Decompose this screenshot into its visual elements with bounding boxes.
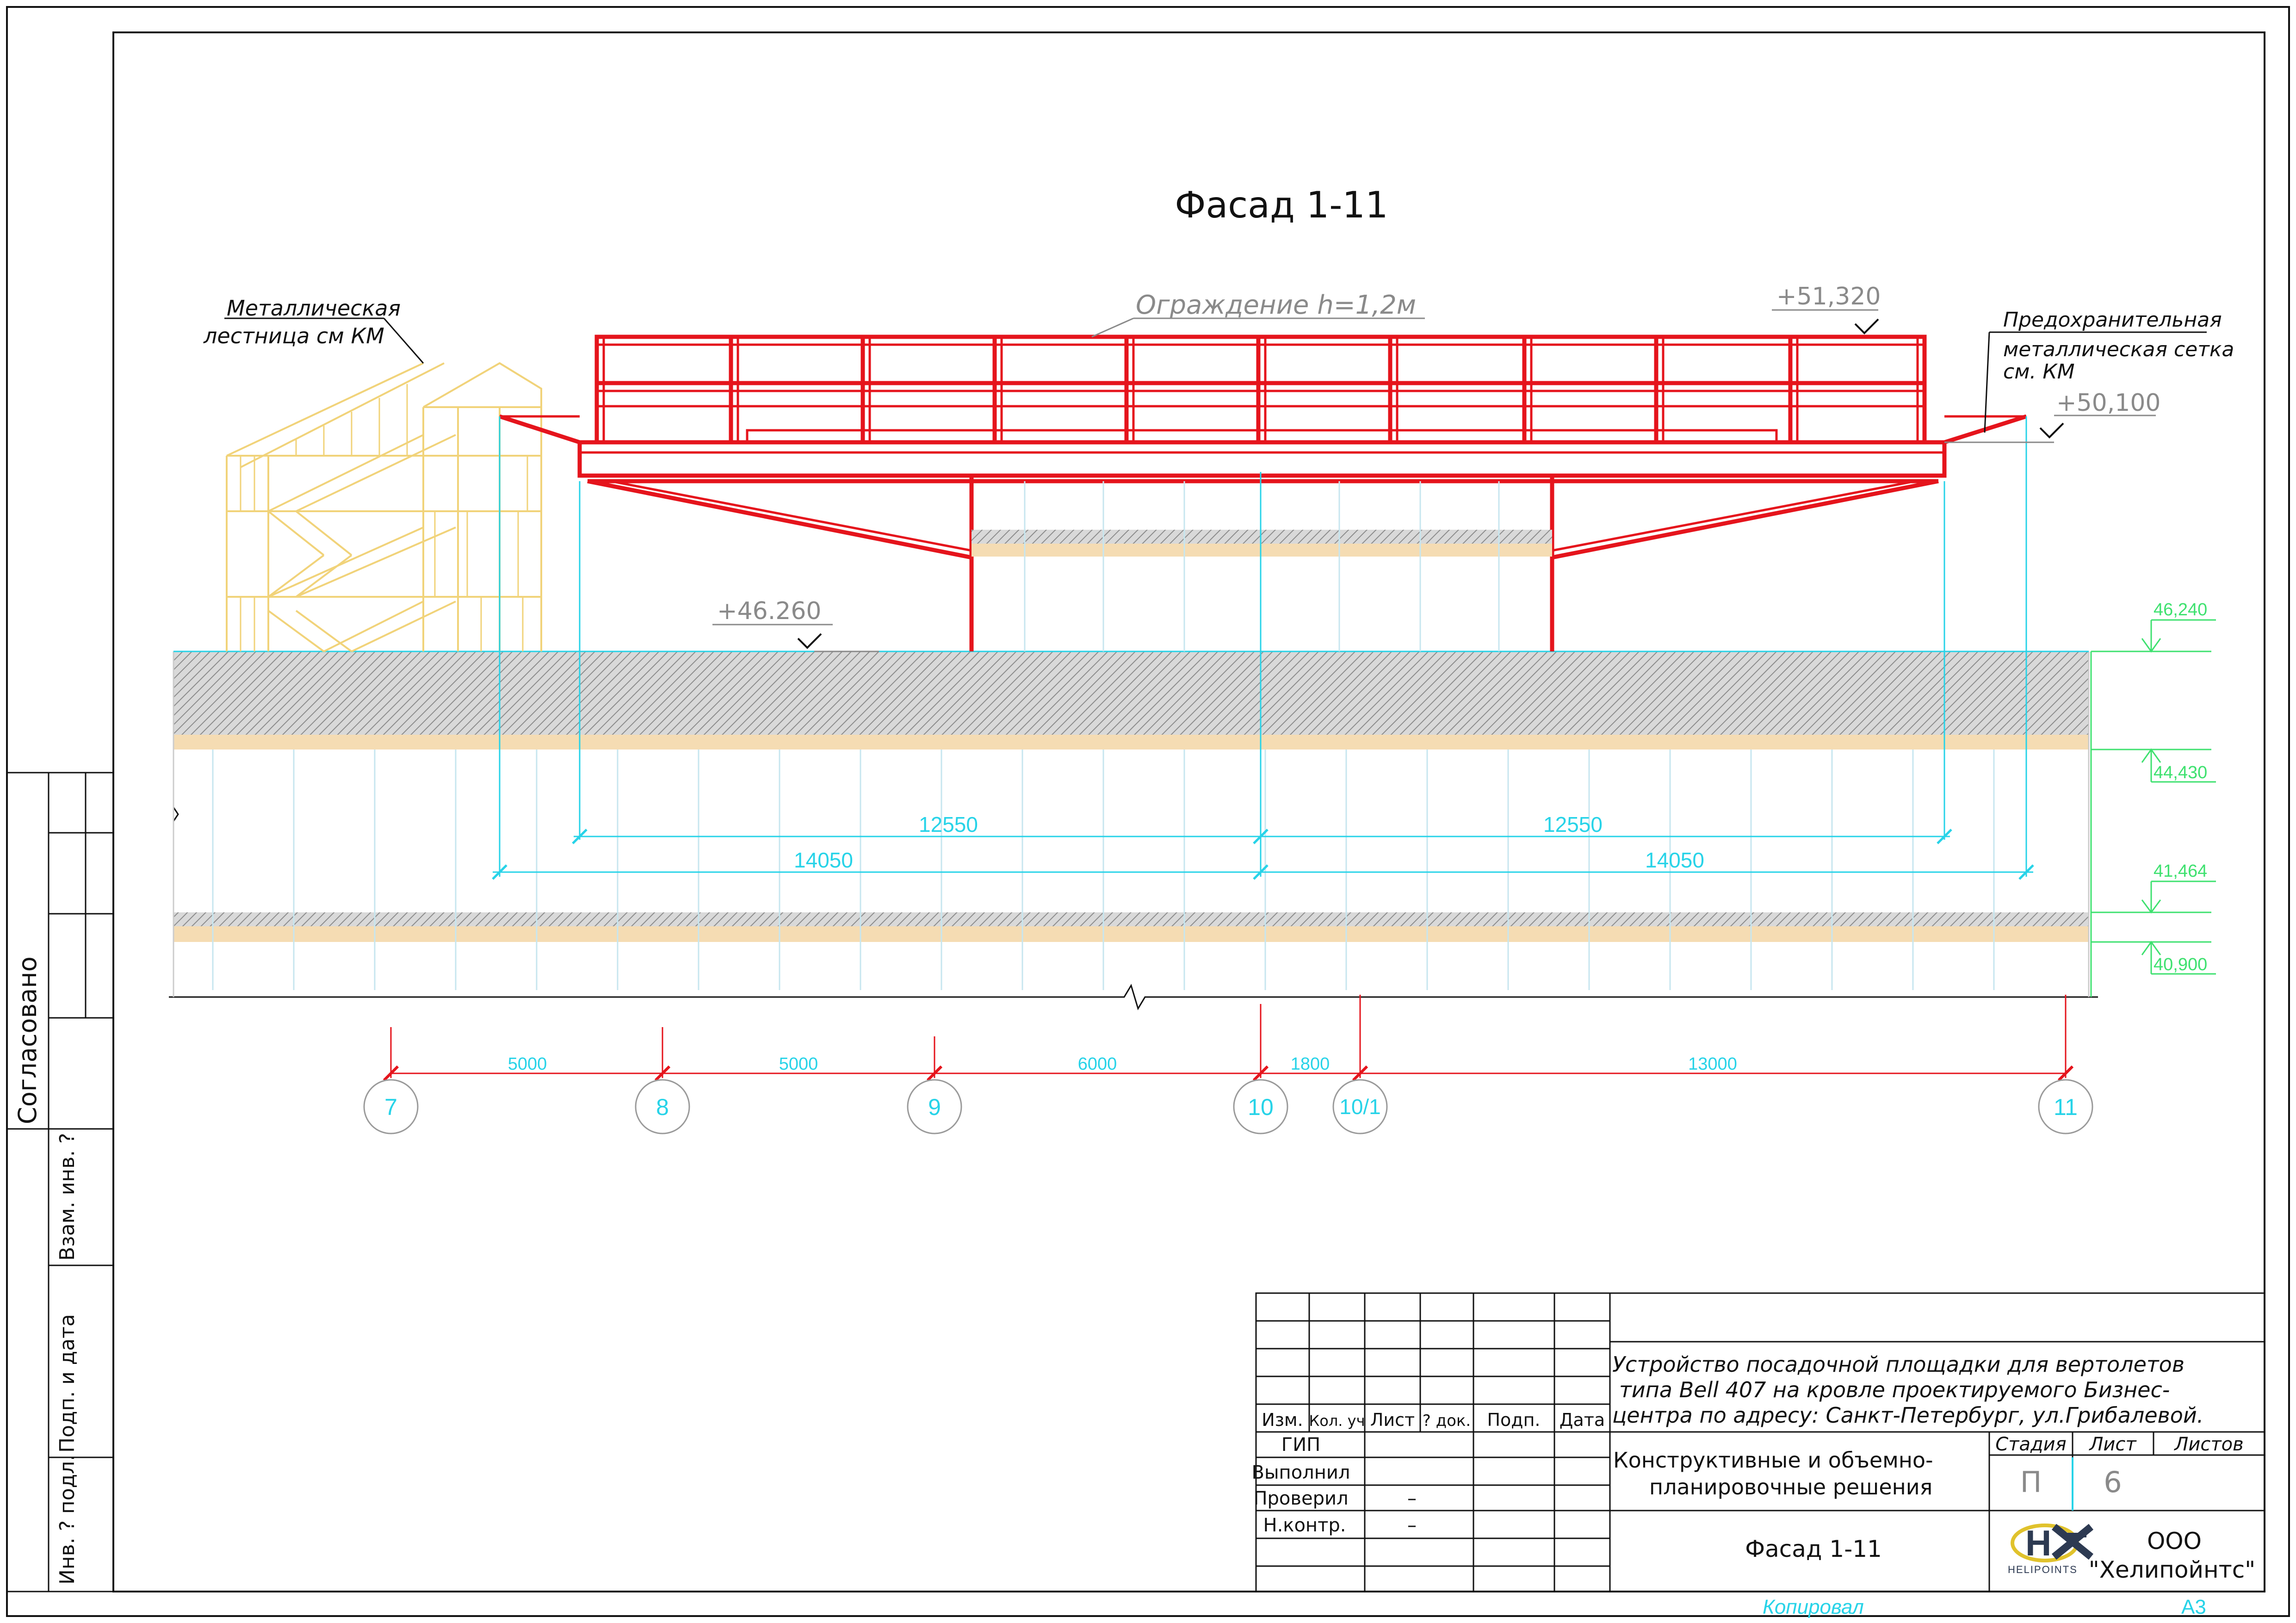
company-line-2: "Хелипойнтс" [2089, 1556, 2256, 1583]
role-control: Н.контр. [1263, 1515, 1346, 1536]
axis-10-1: 10/1 [1339, 1095, 1381, 1119]
net-label-2: металлическая сетка [2003, 338, 2234, 361]
sheets-header: Листов [2173, 1434, 2243, 1455]
right-level-4: 40,900 [2154, 955, 2207, 974]
level-roof-label: +46.260 [717, 597, 822, 625]
copied-label: Копировал [1763, 1596, 1864, 1618]
dim-outer-right: 14050 [1645, 848, 1704, 872]
axis-8: 8 [656, 1094, 669, 1120]
building-facade [169, 650, 2098, 1010]
side-inv-label: Инв. ? подл. [56, 1455, 79, 1585]
logo-h-glyph: H [2025, 1523, 2051, 1563]
logo-text: HELIPOINTS [2008, 1564, 2078, 1575]
cyan-dimensions [492, 416, 2034, 880]
axis-spacing-4: 1800 [1291, 1054, 1330, 1074]
hdr-list: Лист [1370, 1410, 1415, 1430]
stage-header: Стадия [1995, 1434, 2066, 1455]
metal-stair [226, 362, 542, 652]
roof-insulation [173, 735, 2089, 750]
axis-spacing-1: 5000 [508, 1054, 547, 1074]
ladder-callout: Металлическая лестница см КМ [203, 296, 424, 364]
hdr-kol: Кол. уч [1309, 1412, 1365, 1430]
right-level-3: 41,464 [2154, 861, 2207, 881]
railing-label: Ограждение h=1,2м [1136, 290, 1416, 320]
axis-bubbles [363, 1079, 2093, 1134]
sheet-value: 6 [2104, 1465, 2122, 1499]
project-line-3: центра по адресу: Санкт-Петербург, ул.Гр… [1612, 1403, 2203, 1428]
hdr-izm: Изм. [1262, 1410, 1303, 1430]
side-sign-label: Подп. и дата [56, 1314, 79, 1453]
axis-dimension-chain [383, 995, 2074, 1082]
axis-spacing-2: 5000 [779, 1054, 818, 1074]
axis-11: 11 [2054, 1094, 2078, 1120]
level-mark-roof: +46.260 [712, 597, 879, 652]
axis-spacing-5: 13000 [1688, 1054, 1737, 1074]
section-line-2: планировочные решения [1649, 1474, 1932, 1499]
project-line-1: Устройство посадочной площадки для верто… [1612, 1352, 2185, 1377]
role-done: Выполнил [1252, 1462, 1350, 1483]
dim-inner-right: 12550 [1543, 812, 1603, 836]
axis-9: 9 [928, 1094, 941, 1120]
helipoints-logo: H HELIPOINTS [2008, 1523, 2094, 1575]
level-mark-top: +51,320 [1772, 283, 1881, 335]
title-block-roles: ГИП Выполнил Проверил Н.контр. – – [1252, 1434, 1417, 1536]
net-label-1: Предохранительная [2003, 308, 2222, 332]
net-callout: Предохранительная металлическая сетка см… [1984, 308, 2234, 433]
floor-insulation [173, 926, 2089, 942]
right-level-1: 46,240 [2154, 600, 2207, 619]
dash-checked: – [1407, 1488, 1417, 1509]
hdr-sign: Подп. [1487, 1410, 1540, 1430]
level-top-label: +51,320 [1776, 283, 1881, 310]
sheet-header: Лист [2088, 1434, 2137, 1455]
ground-line [169, 984, 2098, 1010]
axis-spacing-3: 6000 [1078, 1054, 1117, 1074]
section-line-1: Конструктивные и объемно- [1613, 1448, 1933, 1473]
project-line-2: типа Bell 407 на кровле проектируемого Б… [1619, 1377, 2170, 1402]
axis-10: 10 [1248, 1094, 1274, 1120]
side-swap-label: Взам. инв. ? [56, 1133, 79, 1261]
level-deck-label: +50,100 [2056, 389, 2161, 417]
right-level-marks [2090, 619, 2216, 997]
hdr-date: Дата [1560, 1410, 1605, 1430]
roof-slab [173, 651, 2089, 735]
level-mark-deck: +50,100 [1944, 389, 2161, 443]
railing [594, 335, 1927, 445]
glazing-mullions [212, 750, 1995, 990]
dash-control: – [1407, 1515, 1417, 1536]
axis-7: 7 [384, 1094, 397, 1120]
side-agreed-label: Согласовано [13, 956, 42, 1124]
drawing-title: Фасад 1-11 [1175, 185, 1388, 226]
ladder-label-2: лестница см КМ [203, 323, 384, 348]
side-stamp: Согласовано Взам. инв. ? Подп. и дата Ин… [6, 772, 114, 1592]
role-gip: ГИП [1281, 1434, 1320, 1456]
break-mark [173, 807, 179, 822]
hdr-doc: ? док. [1423, 1412, 1471, 1430]
helipad-structure [499, 335, 2027, 651]
railing-callout: Ограждение h=1,2м [1091, 290, 1425, 338]
dim-outer-left: 14050 [794, 848, 853, 872]
format-label: А3 [2181, 1596, 2206, 1618]
dim-inner-left: 12550 [919, 812, 978, 836]
company-line-1: ООО [2147, 1528, 2202, 1555]
title-block-project: Устройство посадочной площадки для верто… [1612, 1352, 2244, 1562]
title-block-headers: Изм. Кол. уч Лист ? док. Подп. Дата [1262, 1410, 1605, 1430]
deck [577, 440, 1947, 478]
floor-slab [173, 912, 2089, 926]
title-block [1255, 1292, 2265, 1592]
right-level-2: 44,430 [2154, 763, 2207, 782]
drawing-name: Фасад 1-11 [1745, 1536, 1882, 1562]
net-label-3: см. КМ [2003, 360, 2075, 384]
stage-value: П [2020, 1465, 2042, 1499]
ladder-label-1: Металлическая [227, 296, 401, 321]
role-checked: Проверил [1253, 1488, 1348, 1509]
